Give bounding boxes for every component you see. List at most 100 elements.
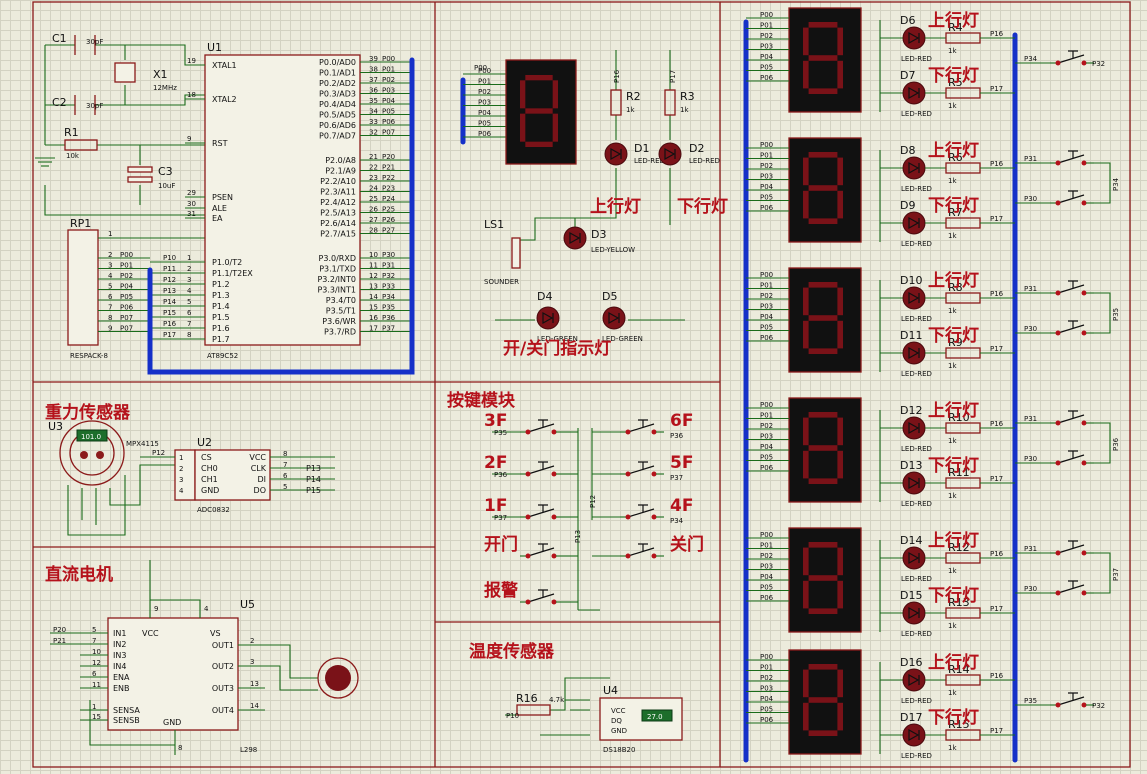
mcu-pin-name: RST — [212, 139, 228, 148]
down-lamp-label: 下行灯 — [677, 196, 728, 217]
floor-r-ref: R15 — [948, 718, 970, 731]
mcu-net-label: P05 — [382, 108, 395, 116]
l298-pin-name: SENSA — [113, 706, 140, 715]
floor-key-net: P32 — [1092, 60, 1105, 68]
led-icon — [902, 668, 926, 692]
mcu-net-label: P25 — [382, 206, 395, 214]
floor-seg-net: P04 — [760, 53, 774, 61]
mcu-net-label: P30 — [382, 251, 395, 259]
key-floor-label: 2F — [484, 453, 507, 473]
floor-call-button[interactable]: P31 — [1015, 410, 1094, 426]
r16-value: 4.7k — [549, 696, 565, 704]
floor-net: P16 — [990, 290, 1004, 298]
led-icon — [902, 26, 926, 50]
mcu-pin-name: P2.6/A14 — [320, 219, 356, 228]
floor-seg-net: P01 — [760, 282, 773, 290]
respack-pin-number: 2 — [108, 251, 112, 259]
led-icon — [563, 226, 587, 250]
mcu-net-label: P07 — [382, 129, 395, 137]
u4-label: U4 — [603, 684, 618, 697]
u4-type: DS18B20 — [603, 746, 635, 754]
push-button[interactable]: 关门 — [592, 534, 704, 559]
floor-seg-net: P02 — [760, 162, 773, 170]
push-button[interactable]: 开门 — [484, 534, 578, 559]
l298-pin-number: 15 — [92, 713, 101, 721]
mcu-net-label: P20 — [382, 153, 395, 161]
crystal-section: C1 30pF C2 30pF X1 12MHz — [44, 32, 205, 216]
mcu-pin-name: P1.1/T2EX — [212, 269, 253, 278]
floor-down-label: 下行灯 — [928, 455, 979, 476]
floor-call-button[interactable]: P30 — [1015, 190, 1094, 206]
mcu-pin-number: 39 — [369, 55, 378, 63]
floor-led-ref: D15 — [900, 589, 922, 602]
respack-net-label: P04 — [120, 283, 134, 291]
adc-net-label: P12 — [152, 449, 165, 457]
floor-seg-net: P06 — [760, 716, 774, 724]
mcu-pin-number: 30 — [187, 200, 196, 208]
floor-call-button[interactable]: P31 — [1015, 280, 1094, 296]
floor-call-button[interactable]: P31 — [1015, 540, 1094, 556]
floor-led-ref: D14 — [900, 534, 922, 547]
mcu-pin-number: 21 — [369, 153, 378, 161]
floor-key-net: P34 — [1024, 55, 1038, 63]
led-icon — [902, 341, 926, 365]
floor-key-net: P30 — [1024, 585, 1037, 593]
floor-call-button[interactable]: P30 — [1015, 580, 1094, 596]
c2-label: C2 — [52, 96, 67, 109]
floor-seg-net: P06 — [760, 204, 774, 212]
mcu-pin-name: P2.3/A11 — [320, 188, 356, 197]
floor-led-type: LED-RED — [901, 240, 932, 248]
mcu-pin-number: 9 — [187, 135, 191, 143]
floor-call-button[interactable]: P30 — [1015, 450, 1094, 466]
mcu-pin-number: 29 — [187, 189, 196, 197]
r16-label: R16 — [516, 692, 538, 705]
mcu-pin-name: P0.2/AD2 — [319, 79, 356, 88]
key-net-label: P37 — [494, 514, 507, 522]
mcu-pin-name: ALE — [212, 204, 227, 213]
mcu-pin-number: 14 — [369, 293, 378, 301]
r3-label: R3 — [680, 90, 695, 103]
adc-net-label: P14 — [306, 475, 321, 484]
mcu-net-label: P13 — [163, 287, 176, 295]
mcu-pin-number: 34 — [369, 108, 378, 116]
respack-pin-number: 5 — [108, 283, 112, 291]
floor-call-button[interactable]: P30 — [1015, 320, 1094, 336]
mcu-net-label: P22 — [382, 174, 395, 182]
floor-seg-net: P01 — [760, 664, 773, 672]
push-button[interactable]: 报警 — [484, 580, 578, 605]
floor-r-ref: R12 — [948, 541, 970, 554]
door-lamp-label: 开/关门指示灯 — [503, 338, 611, 359]
led-icon — [902, 211, 926, 235]
l298-pin-name: IN3 — [113, 651, 126, 660]
floor-group-net: P34 — [1112, 177, 1120, 191]
floor-seg-net: P05 — [760, 584, 773, 592]
led-icon — [536, 306, 560, 330]
adc-pin-name: DO — [254, 486, 266, 495]
l298-pin-name: ENA — [113, 673, 130, 682]
mcu-pin-name: P3.6/WR — [322, 317, 356, 326]
l298-pin-number: 12 — [92, 659, 101, 667]
led-icon — [902, 156, 926, 180]
floor-led-type: LED-RED — [901, 752, 932, 760]
mcu-pin-number: 32 — [369, 129, 378, 137]
floor-call-button[interactable]: P31 — [1015, 150, 1094, 166]
floor-key-net: P31 — [1024, 415, 1037, 423]
